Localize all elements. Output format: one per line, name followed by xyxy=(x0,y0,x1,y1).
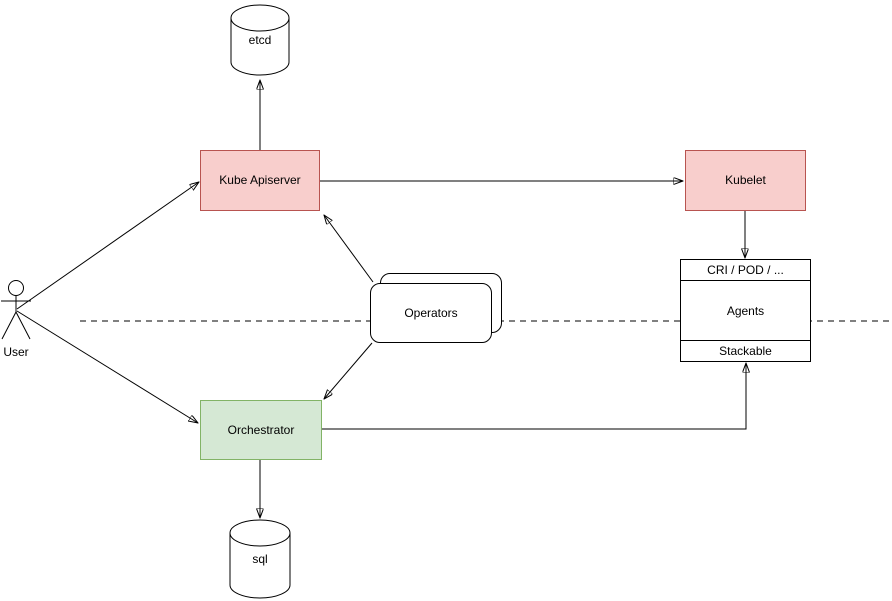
cylinder-shape xyxy=(230,4,290,76)
orchestrator-box: Orchestrator xyxy=(200,400,322,460)
agents-box-header: CRI / POD / ... xyxy=(681,260,810,281)
cylinder-shape xyxy=(229,519,291,599)
edge-user-to-apiserver xyxy=(16,182,199,310)
cylinder-top-rim xyxy=(229,532,291,547)
cylinder-top-rim xyxy=(230,17,290,32)
kube-apiserver-label: Kube Apiserver xyxy=(219,173,301,188)
etcd-cylinder: etcd xyxy=(230,4,290,76)
agents-box-footer: Stackable xyxy=(681,340,810,361)
agents-box: CRI / POD / ... Agents Stackable xyxy=(680,259,811,362)
user-label: User xyxy=(3,345,29,359)
agents-header-label: CRI / POD / ... xyxy=(707,263,784,277)
actor-legs xyxy=(1,310,31,340)
kube-apiserver-box: Kube Apiserver xyxy=(200,150,320,211)
operators-card-front: Operators xyxy=(370,283,492,343)
sql-label: sql xyxy=(252,552,268,566)
agents-body-label: Agents xyxy=(726,303,765,318)
user-actor xyxy=(0,280,32,342)
edge-orchestrator-to-stackable xyxy=(322,363,746,430)
agents-footer-label: Stackable xyxy=(719,344,772,358)
agents-box-body: Agents xyxy=(681,281,810,340)
orchestrator-label: Orchestrator xyxy=(227,422,295,437)
edge-user-to-orchestrator xyxy=(16,310,198,423)
etcd-label: etcd xyxy=(248,33,272,47)
operators-stack: Operators xyxy=(370,273,502,343)
kubelet-label: Kubelet xyxy=(725,173,766,188)
operators-label: Operators xyxy=(404,306,458,320)
actor-head xyxy=(8,280,24,296)
sql-cylinder: sql xyxy=(229,519,291,599)
edge-operators-to-orchestrator xyxy=(324,342,373,399)
kubelet-box: Kubelet xyxy=(685,150,806,211)
edge-operators-to-apiserver xyxy=(324,215,374,283)
